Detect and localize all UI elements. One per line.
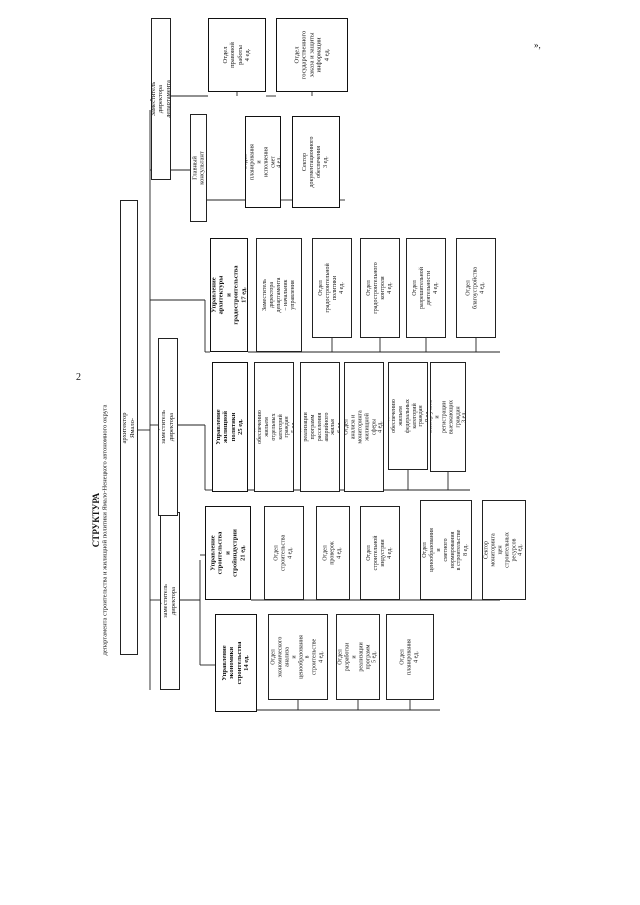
dept-econ-construction: Управление экономики строительства 14 ед… — [215, 614, 257, 712]
unit-housing-federal-categories: Отдел по обеспечению жильем федеральных … — [388, 362, 428, 470]
unit-price-monitoring: Сектор мониторинга цен строительных ресу… — [482, 500, 526, 600]
deputy-director-label: Заместитель директора департамента — [151, 80, 171, 118]
first-deputy-2-label: Первый заместитель директора департамент… — [158, 408, 178, 446]
unit-budget-planning: Отдел планирования и исполнения смет 4 е… — [245, 116, 281, 208]
unit-registration: Сектор учета и регистрации выезжающих гр… — [430, 362, 466, 472]
unit-building-industry: Отдел строительной индустрии 4 ед. — [360, 506, 400, 600]
first-deputy-1-label: Первый заместитель директора департамент… — [160, 582, 180, 620]
unit-planning: Отдел планирования 4 ед. — [386, 614, 434, 700]
unit-legal: Отдел правовой работы 4 ед. — [208, 18, 266, 92]
director-box: Директор департамента – главный архитект… — [120, 200, 138, 655]
unit-program-development: Отдел разработки и реализации программ 5… — [336, 614, 380, 700]
dept-architecture: Управление архитектуры и градостроительс… — [210, 238, 248, 352]
deputy-director-box: Заместитель директора департамента — [151, 18, 171, 180]
unit-pricing-norms: Отдел ценообразования и сметного нормиро… — [420, 500, 472, 600]
unit-state-procurement: Отдел государственного заказа и защиты и… — [276, 18, 348, 92]
dept-construction-industry: Управление строительства и стройиндустри… — [205, 506, 251, 600]
unit-construction: Отдел строительства 4 ед. — [264, 506, 304, 600]
unit-housing-analysis: Отдел анализа и мониторинга жилищной сфе… — [344, 362, 384, 492]
unit-landscaping: Отдел благоустройства 4 ед. — [456, 238, 496, 338]
unit-permits: Отдел разрешительной деятельности 4 ед. — [406, 238, 446, 338]
first-deputy-1-box: Первый заместитель директора департамент… — [160, 512, 180, 690]
first-deputy-2-box: Первый заместитель директора департамент… — [158, 338, 178, 516]
unit-econ-analysis: Отдел экономического анализа и ценообраз… — [268, 614, 328, 700]
director-label: Директор департамента – главный архитект… — [121, 412, 137, 443]
chief-consultant-box: Главный консультант — [190, 114, 207, 222]
unit-deputy-head-architecture: Заместитель директора департамента – нач… — [256, 238, 302, 352]
unit-urban-policy: Отдел градостроительной политики 4 ед. — [312, 238, 352, 338]
header-subtitle-area: департамента строительства и жилищной по… — [97, 330, 113, 730]
dept-housing-policy: Управление жилищной политики 25 ед. — [212, 362, 248, 492]
page-subtitle: департамента строительства и жилищной по… — [101, 404, 109, 656]
unit-documentation: Сектор документационного обеспечения 3 е… — [292, 116, 340, 208]
chief-consultant-label: Главный консультант — [191, 151, 206, 185]
unit-emergency-housing: Отдел по реализации программ расселения … — [300, 362, 340, 492]
page-number: 2 — [76, 372, 81, 383]
unit-housing-special-categories: Отдел по обеспечению жильем отдельных ка… — [254, 362, 294, 492]
unit-urban-control: Отдел градостроительного контроля 4 ед. — [360, 238, 400, 338]
corner-mark: », — [534, 40, 541, 50]
unit-inspections: Отдел проверок 4 ед. — [316, 506, 350, 600]
